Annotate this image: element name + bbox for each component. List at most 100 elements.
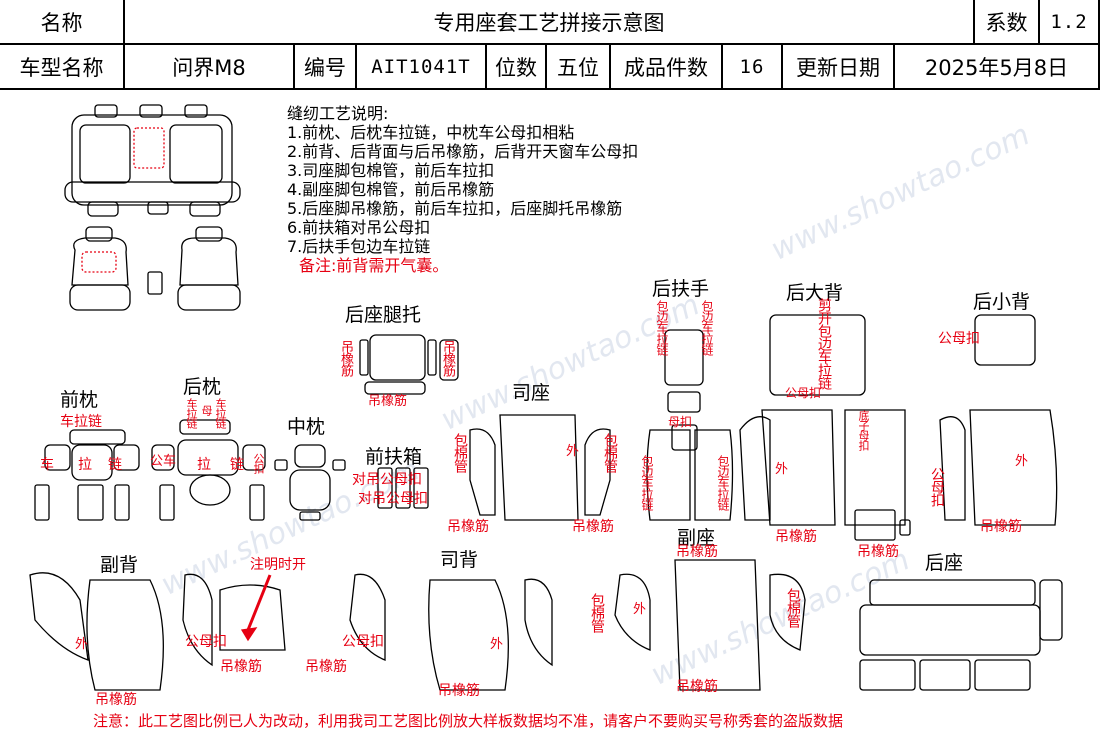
anno-edge-zip-4: 包边车拉链	[716, 455, 730, 510]
anno-outside-dback: 外	[490, 637, 504, 652]
rear-small-back-pieces	[939, 314, 1058, 526]
anno-hang-elastic-big2: 吊橡筋	[857, 544, 899, 560]
date-label: 更新日期	[783, 45, 895, 90]
note-line: 5.后座脚吊橡筋，前后车拉扣，后座脚托吊橡筋	[287, 199, 623, 218]
label-rear-seat: 后座	[925, 552, 964, 574]
label-front-headrest: 前枕	[60, 389, 99, 411]
anno-outside-driver: 外	[566, 444, 580, 459]
label-rear-small-back: 后小背	[973, 291, 1031, 313]
anno-snap-small: 公母扣	[938, 331, 980, 347]
open-arrow-head	[240, 627, 258, 642]
rear-seat-pieces	[859, 579, 1063, 691]
coef-label: 系数	[975, 0, 1040, 45]
code-value: AIT1041T	[357, 45, 487, 90]
label-rear-armrest: 后扶手	[652, 278, 710, 300]
label-passenger-back: 副背	[100, 554, 139, 576]
mid-headrest-pieces	[274, 444, 346, 521]
anno-outside-pback: 外	[75, 637, 89, 652]
driver-seat-pieces	[469, 414, 611, 521]
anno-che: 车	[40, 457, 54, 473]
anno-edge-zip-1: 包边车拉链	[655, 300, 669, 355]
passenger-seat-pieces	[614, 559, 806, 691]
notes-heading: 缝纫工艺说明:	[287, 104, 389, 123]
open-arrow	[246, 574, 272, 631]
anno-hang-elastic-pback-2: 吊橡筋	[305, 659, 347, 675]
note-line: 3.司座脚包棉管，前后车拉扣	[287, 161, 495, 180]
anno-cotton-tube-left: 包棉管	[452, 433, 468, 472]
label-driver-back: 司背	[440, 549, 479, 571]
anno-hang-elastic-bottom: 吊橡筋	[368, 394, 408, 409]
anno-la: 拉	[78, 457, 92, 473]
anno-hang-elastic-big: 吊橡筋	[775, 529, 817, 545]
passenger-back-pieces	[29, 572, 286, 691]
anno-hang-elastic-driver-r: 吊橡筋	[572, 519, 614, 535]
anno-hang-elastic-pseat: 吊橡筋	[676, 544, 718, 560]
label-mid-headrest: 中枕	[287, 416, 326, 438]
rear-headrest-pieces	[151, 419, 266, 521]
model-value: 问界M8	[125, 45, 295, 90]
anno-gong-kou: 公扣	[252, 453, 265, 473]
anno-mu-kou: 母扣	[668, 415, 693, 429]
anno-pair-snap-1: 对吊公母扣	[352, 472, 422, 488]
date-value: 2025年5月8日	[895, 45, 1100, 90]
anno-lian-mid: 链	[230, 457, 244, 473]
anno-zipper-vertical: 车拉链	[214, 398, 227, 428]
pieces-label: 成品件数	[611, 45, 723, 90]
rear-leg-rest-pieces	[359, 334, 459, 395]
anno-edge-zip-3: 包边车拉链	[640, 455, 654, 510]
seats-label: 位数	[487, 45, 547, 90]
rear-big-back-pieces	[739, 314, 911, 541]
anno-cotton-tube-right: 包棉管	[602, 433, 618, 472]
anno-cotton-tube-pseat-l: 包棉管	[589, 593, 605, 632]
pieces-value: 16	[723, 45, 783, 90]
anno-hang-elastic-pback-3: 吊橡筋	[95, 692, 137, 708]
anno-bottom-snap: 底子母扣	[857, 410, 870, 450]
note-line: 6.前扶箱对吊公母扣	[287, 218, 431, 237]
seats-value: 五位	[547, 45, 611, 90]
rear-armrest-pieces	[646, 329, 734, 521]
note-line: 1.前枕、后枕车拉链，中枕车公母扣相粘	[287, 123, 575, 142]
anno-snap-big: 公母扣	[785, 386, 822, 400]
anno-hang-elastic-pback-1: 吊橡筋	[220, 659, 262, 675]
anno-edge-zip-2: 包边车拉链	[700, 300, 714, 355]
anno-mark-open: 注明时开	[250, 557, 306, 573]
anno-outside-big: 外	[775, 462, 789, 477]
anno-mu: 母	[200, 405, 213, 415]
anno-snap-small-v: 公母扣	[929, 467, 945, 506]
note-line: 7.后扶手包边车拉链	[287, 237, 431, 256]
anno-cotton-tube-pseat-r: 包棉管	[785, 588, 801, 627]
anno-gong-che: 公车	[150, 454, 177, 469]
anno-snap-pback-l: 公母扣	[185, 634, 227, 650]
anno-hang-elastic-driver-l: 吊橡筋	[447, 519, 489, 535]
header-table: 名称 专用座套工艺拼接示意图 系数 1.2 车型名称 问界M8 编号 AIT10…	[0, 0, 1100, 90]
anno-snap-pback-r: 公母扣	[342, 634, 384, 650]
anno-la-mid: 拉	[197, 457, 211, 473]
anno-hang-elastic-right: 吊橡筋	[440, 340, 455, 376]
front-armbox-pieces	[377, 467, 429, 509]
anno-hang-elastic-small: 吊橡筋	[980, 519, 1022, 535]
coef-value: 1.2	[1040, 0, 1100, 45]
code-label: 编号	[295, 45, 357, 90]
seat-overview	[64, 104, 241, 311]
note-line: 2.前背、后背面与后吊橡筋，后背开天窗车公母扣	[287, 142, 639, 161]
label-passenger-seat: 副座	[677, 527, 716, 549]
pattern-drawing	[29, 104, 1063, 691]
front-headrest-pieces	[34, 429, 140, 521]
label-front-armbox: 前扶箱	[365, 446, 423, 468]
label-driver-seat: 司座	[512, 382, 551, 404]
anno-lian: 链	[108, 457, 122, 473]
sewing-notes: 缝纫工艺说明: 1.前枕、后枕车拉链，中枕车公母扣相粘 2.前背、后背面与后吊橡…	[287, 104, 638, 275]
note-line: 4.副座脚包棉管，前后吊橡筋	[287, 180, 495, 199]
label-rear-headrest: 后枕	[183, 376, 222, 398]
model-label: 车型名称	[0, 45, 125, 90]
anno-zipper: 车拉链	[60, 414, 102, 430]
anno-cut-zip: 剪开包边车拉链	[816, 298, 832, 389]
anno-pair-snap-2: 对吊公母扣	[358, 491, 428, 507]
anno-outside-small: 外	[1015, 454, 1029, 469]
label-rear-big-back: 后大背	[786, 282, 844, 304]
name-label: 名称	[0, 0, 125, 45]
anno-hang-elastic-pseat-b: 吊橡筋	[676, 679, 718, 695]
anno-outside-pseat: 外	[633, 602, 647, 617]
anno-zipper-vertical: 车拉链	[185, 398, 198, 428]
